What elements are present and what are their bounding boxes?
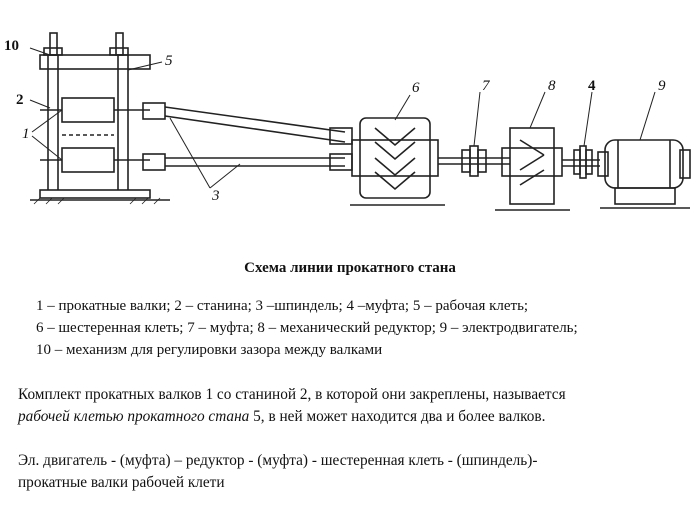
legend-line-1: 1 – прокатные валки; 2 – станина; 3 –шпи… [36, 298, 529, 314]
paragraph-1-line-2: рабочей клетью прокатного стана 5, в ней… [18, 408, 545, 426]
paragraph-2-line-1: Эл. двигатель - (муфта) – редуктор - (му… [18, 452, 538, 469]
term-work-stand: рабочей клетью прокатного стана [18, 408, 250, 425]
legend-line-3: 10 – механизм для регулировки зазора меж… [36, 342, 383, 358]
callout-3: 3 [211, 188, 220, 204]
reducer [495, 127, 570, 211]
coupling-7 [461, 145, 487, 177]
rolling-mill-diagram: 10 5 2 1 3 6 7 8 4 9 [4, 32, 691, 211]
callout-10: 10 [4, 38, 19, 54]
callout-7: 7 [482, 78, 491, 94]
electric-motor [597, 139, 691, 209]
gear-stand [350, 117, 445, 206]
callout-4: 4 [588, 78, 596, 94]
callout-2: 2 [16, 92, 24, 108]
callout-6: 6 [412, 80, 420, 96]
callout-8: 8 [548, 78, 556, 94]
paragraph-2-line-2: прокатные валки рабочей клети [18, 474, 225, 491]
paragraph-1-line-2-rest: 5, в ней может находится два и более вал… [249, 408, 546, 425]
legend-line-2: 6 – шестеренная клеть; 7 – муфта; 8 – ме… [36, 320, 578, 336]
callout-1: 1 [22, 126, 30, 142]
work-stand [30, 32, 170, 201]
coupling-4 [573, 145, 593, 179]
spindles [142, 102, 353, 171]
callout-5: 5 [165, 53, 173, 69]
diagram-caption: Схема линии прокатного стана [244, 260, 456, 276]
paragraph-1-line-1: Комплект прокатных валков 1 со станиной … [18, 386, 566, 403]
callout-9: 9 [658, 78, 666, 94]
